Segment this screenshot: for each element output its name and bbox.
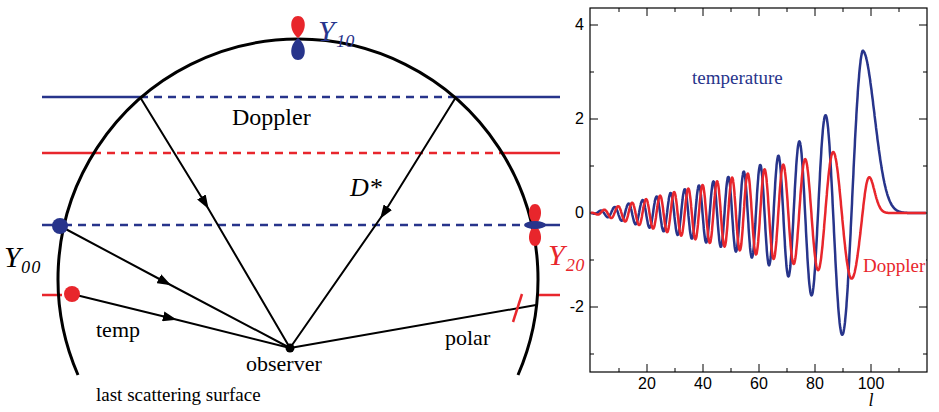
distance-label: D* xyxy=(350,174,382,203)
tick xyxy=(590,166,594,167)
tick xyxy=(787,368,788,372)
dashed-line xyxy=(93,152,503,155)
ray xyxy=(60,226,290,348)
curve-label: temperature xyxy=(692,68,783,89)
tick xyxy=(703,8,704,16)
tick xyxy=(619,368,620,372)
tick-label: 60 xyxy=(750,375,768,393)
polar-label: polar xyxy=(445,326,490,350)
tick-label: 40 xyxy=(694,375,712,393)
ray xyxy=(140,97,290,348)
tick xyxy=(590,354,594,355)
temperature-curve xyxy=(591,51,926,335)
tick xyxy=(675,368,676,372)
ray xyxy=(290,305,536,348)
tick-label: 100 xyxy=(858,375,885,393)
lobe xyxy=(291,16,305,38)
tick xyxy=(899,368,900,372)
tick xyxy=(703,364,704,372)
chart xyxy=(590,8,927,372)
multipole-label: Y₁₀ xyxy=(318,14,356,47)
tick xyxy=(843,368,844,372)
tick xyxy=(919,307,927,308)
curves xyxy=(591,51,926,335)
rays xyxy=(60,97,536,348)
tick xyxy=(923,72,927,73)
tick xyxy=(590,260,594,261)
tick-label: 4 xyxy=(575,16,584,34)
tick xyxy=(590,307,598,308)
tick xyxy=(843,8,844,12)
curve-label: Doppler xyxy=(862,256,926,277)
ray xyxy=(290,97,456,348)
tick xyxy=(899,8,900,12)
doppler-curve xyxy=(591,152,926,279)
tick xyxy=(919,25,927,26)
tick-label: 0 xyxy=(575,204,584,222)
tick-label: -2 xyxy=(570,298,584,316)
tick xyxy=(590,25,598,26)
tick xyxy=(731,368,732,372)
tick xyxy=(619,8,620,12)
monopole-dot xyxy=(52,218,68,234)
solid-line xyxy=(42,152,560,155)
tick xyxy=(919,119,927,120)
solid-line xyxy=(42,96,560,99)
tick-label: 80 xyxy=(806,375,824,393)
surface-label: last scattering surface xyxy=(96,385,261,406)
multipole-label: Y₂₀ xyxy=(548,238,586,271)
solid-line xyxy=(42,294,560,297)
tick xyxy=(759,364,760,372)
axis-ticks xyxy=(590,8,927,372)
tick xyxy=(871,364,872,372)
tick xyxy=(731,8,732,12)
monopole-dot xyxy=(64,286,80,302)
dashed-line xyxy=(140,96,456,99)
ring xyxy=(524,221,546,229)
last-scattering-arc xyxy=(58,39,538,375)
dashed-line xyxy=(64,224,532,227)
lobe xyxy=(291,38,305,60)
tick xyxy=(871,8,872,16)
tick xyxy=(923,166,927,167)
tick xyxy=(590,119,598,120)
observer-label: observer xyxy=(246,352,322,376)
dipole-symbol xyxy=(291,16,305,60)
tick xyxy=(759,8,760,16)
polar-tick xyxy=(513,294,522,322)
multipole-label: Y₀₀ xyxy=(4,240,42,273)
solid-line xyxy=(42,224,560,227)
ray xyxy=(72,294,290,348)
tick xyxy=(647,8,648,16)
tick xyxy=(787,8,788,12)
tick-label: 2 xyxy=(575,110,584,128)
tick xyxy=(675,8,676,12)
tick xyxy=(590,72,594,73)
tick xyxy=(647,364,648,372)
plot-frame xyxy=(590,8,927,372)
axis-title: l xyxy=(868,391,873,411)
tick xyxy=(815,8,816,16)
region-label: Doppler xyxy=(232,104,311,130)
quadrupole-symbol xyxy=(524,204,546,246)
tick xyxy=(923,354,927,355)
tick-label: 20 xyxy=(638,375,656,393)
ray-label: temp xyxy=(96,318,140,342)
tick xyxy=(815,364,816,372)
